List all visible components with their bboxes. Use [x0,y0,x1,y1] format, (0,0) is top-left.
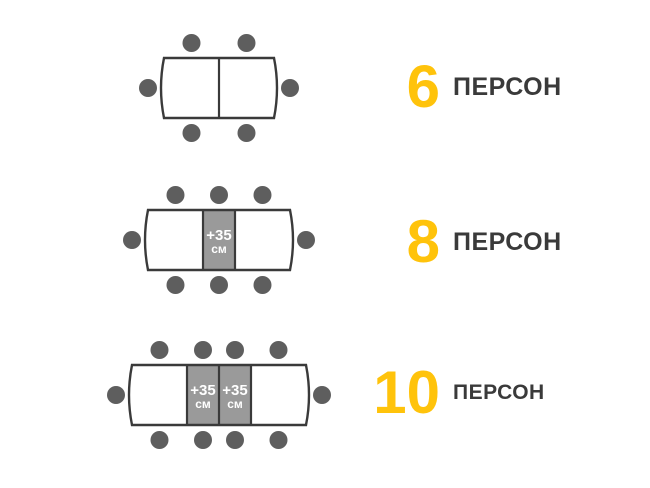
extension-size-label: +35 [222,382,247,399]
seat-dot-left [123,231,141,249]
extension-unit-label: см [227,397,243,411]
seat-dot-top [253,186,272,204]
table-diagram-6-seats [139,34,299,142]
extension-leaf [203,210,235,270]
seat-dot-top [194,341,212,359]
person-count: 6 [406,53,440,120]
seat-dot-bottom [182,124,201,142]
seat-dot-top [182,34,201,52]
extension-unit-label: см [195,397,211,411]
seat-dot-top [210,186,228,204]
person-count-label: ПЕРСОН [453,227,562,256]
seat-dot-top [150,341,169,359]
seat-dot-bottom [269,431,288,449]
seat-dot-bottom [237,124,256,142]
seat-dot-right [281,79,299,97]
caption-8-persons: 8 ПЕРСОН [363,212,562,272]
seat-dot-bottom [166,276,185,294]
caption-10-persons: 10 ПЕРСОН [363,363,545,423]
table-top-outline [143,208,295,272]
person-count: 10 [373,359,440,426]
seat-dot-bottom [226,431,244,449]
extension-size-label: +35 [206,227,231,244]
seat-dot-bottom [210,276,228,294]
seat-dot-right [297,231,315,249]
seat-dot-bottom [150,431,169,449]
person-count-label: ПЕРСОН [453,381,545,404]
seat-dot-top [237,34,256,52]
seat-dot-bottom [194,431,212,449]
extension-leaf [187,365,219,425]
person-count-label: ПЕРСОН [453,72,562,101]
table-top-outline [159,56,279,120]
seat-dot-top [226,341,244,359]
seat-dot-top [269,341,288,359]
extension-size-label: +35 [190,382,215,399]
seat-dot-left [107,386,125,404]
person-count: 8 [406,208,440,275]
table-top-outline [127,363,311,427]
seat-dot-bottom [253,276,272,294]
extension-unit-label: см [211,242,227,256]
caption-6-persons: 6 ПЕРСОН [363,57,562,117]
extension-leaf [219,365,251,425]
seat-dot-left [139,79,157,97]
seat-dot-right [313,386,331,404]
seat-dot-top [166,186,185,204]
